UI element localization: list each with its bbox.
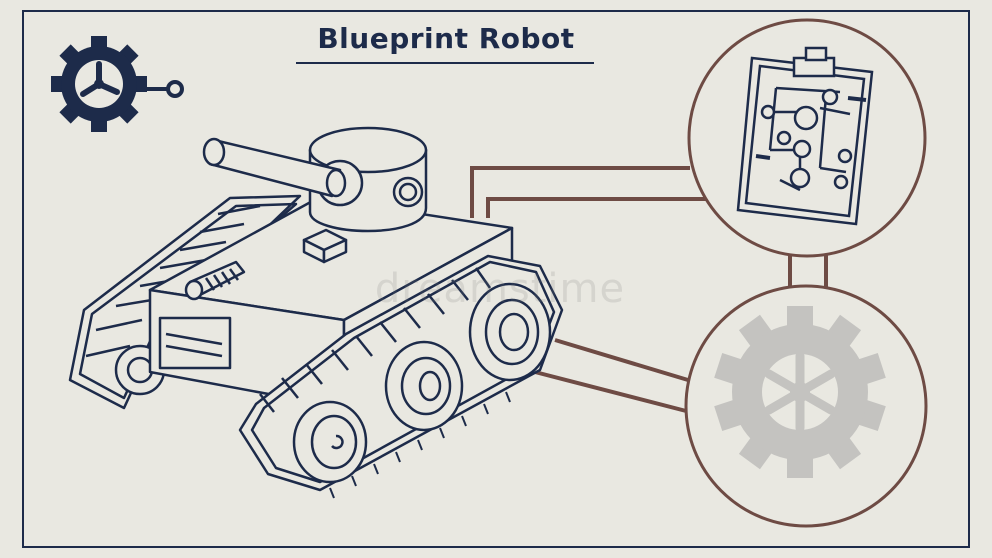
- tank-turret: [202, 126, 428, 233]
- page-title: Blueprint Robot: [317, 22, 575, 55]
- title-underline: [296, 62, 594, 64]
- right-track: [238, 254, 564, 499]
- clipboard-circuit-icon: [736, 46, 874, 226]
- watermark-text: dreamstime: [374, 266, 626, 312]
- tank-vent: [184, 260, 246, 301]
- frame-border: [22, 10, 970, 548]
- tank-robot: [68, 126, 564, 499]
- tank-top-box: [302, 228, 348, 264]
- gear-icon: [714, 306, 886, 478]
- gear-clock-icon: [51, 36, 184, 132]
